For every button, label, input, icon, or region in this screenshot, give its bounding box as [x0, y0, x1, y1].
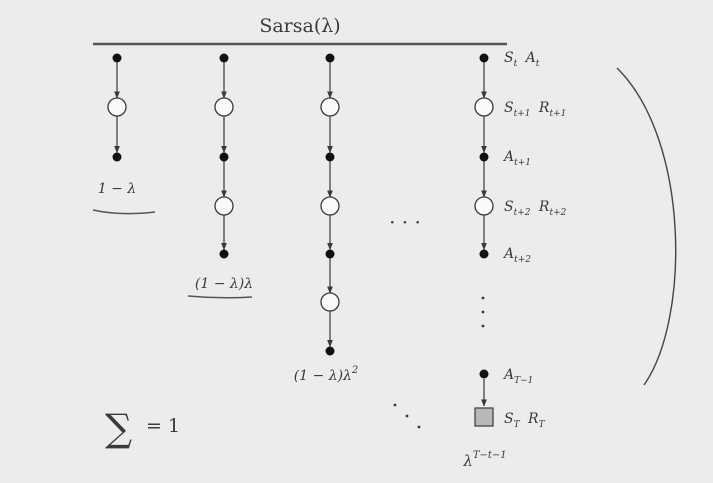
node-label: St+1 Rt+1 — [504, 100, 566, 119]
state-node — [320, 196, 340, 216]
action-node — [479, 249, 489, 259]
action-node — [325, 53, 335, 63]
state-node — [474, 196, 494, 216]
weight-label-col2: (1 − λ)λ — [195, 276, 253, 292]
action-node — [112, 53, 122, 63]
state-node — [320, 97, 340, 117]
vertical-ellipsis — [481, 296, 485, 328]
sum-symbol: ∑ — [105, 406, 132, 450]
action-node — [219, 53, 229, 63]
action-node — [479, 53, 489, 63]
underline-col1 — [92, 209, 156, 215]
action-node — [325, 152, 335, 162]
weight-label-col4-base: λ — [462, 452, 473, 470]
action-node — [479, 369, 489, 379]
action-node — [325, 346, 335, 356]
weight-label-col4-exp: T−t−1 — [473, 450, 507, 461]
weight-label-col4: λT−t−1 — [462, 450, 506, 470]
action-node — [112, 152, 122, 162]
weight-label-col1: 1 − λ — [98, 181, 136, 197]
state-node — [107, 97, 127, 117]
state-node — [320, 292, 340, 312]
horizontal-ellipsis: · · · — [389, 210, 421, 234]
diagonal-ellipsis — [393, 403, 421, 429]
node-label: At+1 — [502, 149, 531, 168]
node-label: ST RT — [504, 411, 546, 430]
sum-bracket — [616, 67, 677, 386]
action-node — [219, 152, 229, 162]
action-node — [219, 249, 229, 259]
action-node — [479, 152, 489, 162]
state-node — [214, 97, 234, 117]
node-label: St+2 Rt+2 — [504, 199, 567, 218]
weight-label-col3: (1 − λ)λ2 — [294, 365, 359, 384]
node-label: St At — [504, 50, 540, 69]
state-node — [474, 97, 494, 117]
action-node — [325, 249, 335, 259]
sum-label: = 1 — [146, 415, 180, 437]
diagram-title: Sarsa(λ) — [259, 15, 340, 37]
terminal-state-node — [474, 407, 494, 427]
weight-label-col3-base: (1 − λ)λ — [294, 368, 352, 384]
node-label: AT−1 — [502, 367, 533, 386]
node-label: At+2 — [502, 246, 531, 265]
state-node — [214, 196, 234, 216]
weight-label-col3-exp: 2 — [351, 365, 358, 376]
underline-col2 — [187, 295, 253, 299]
